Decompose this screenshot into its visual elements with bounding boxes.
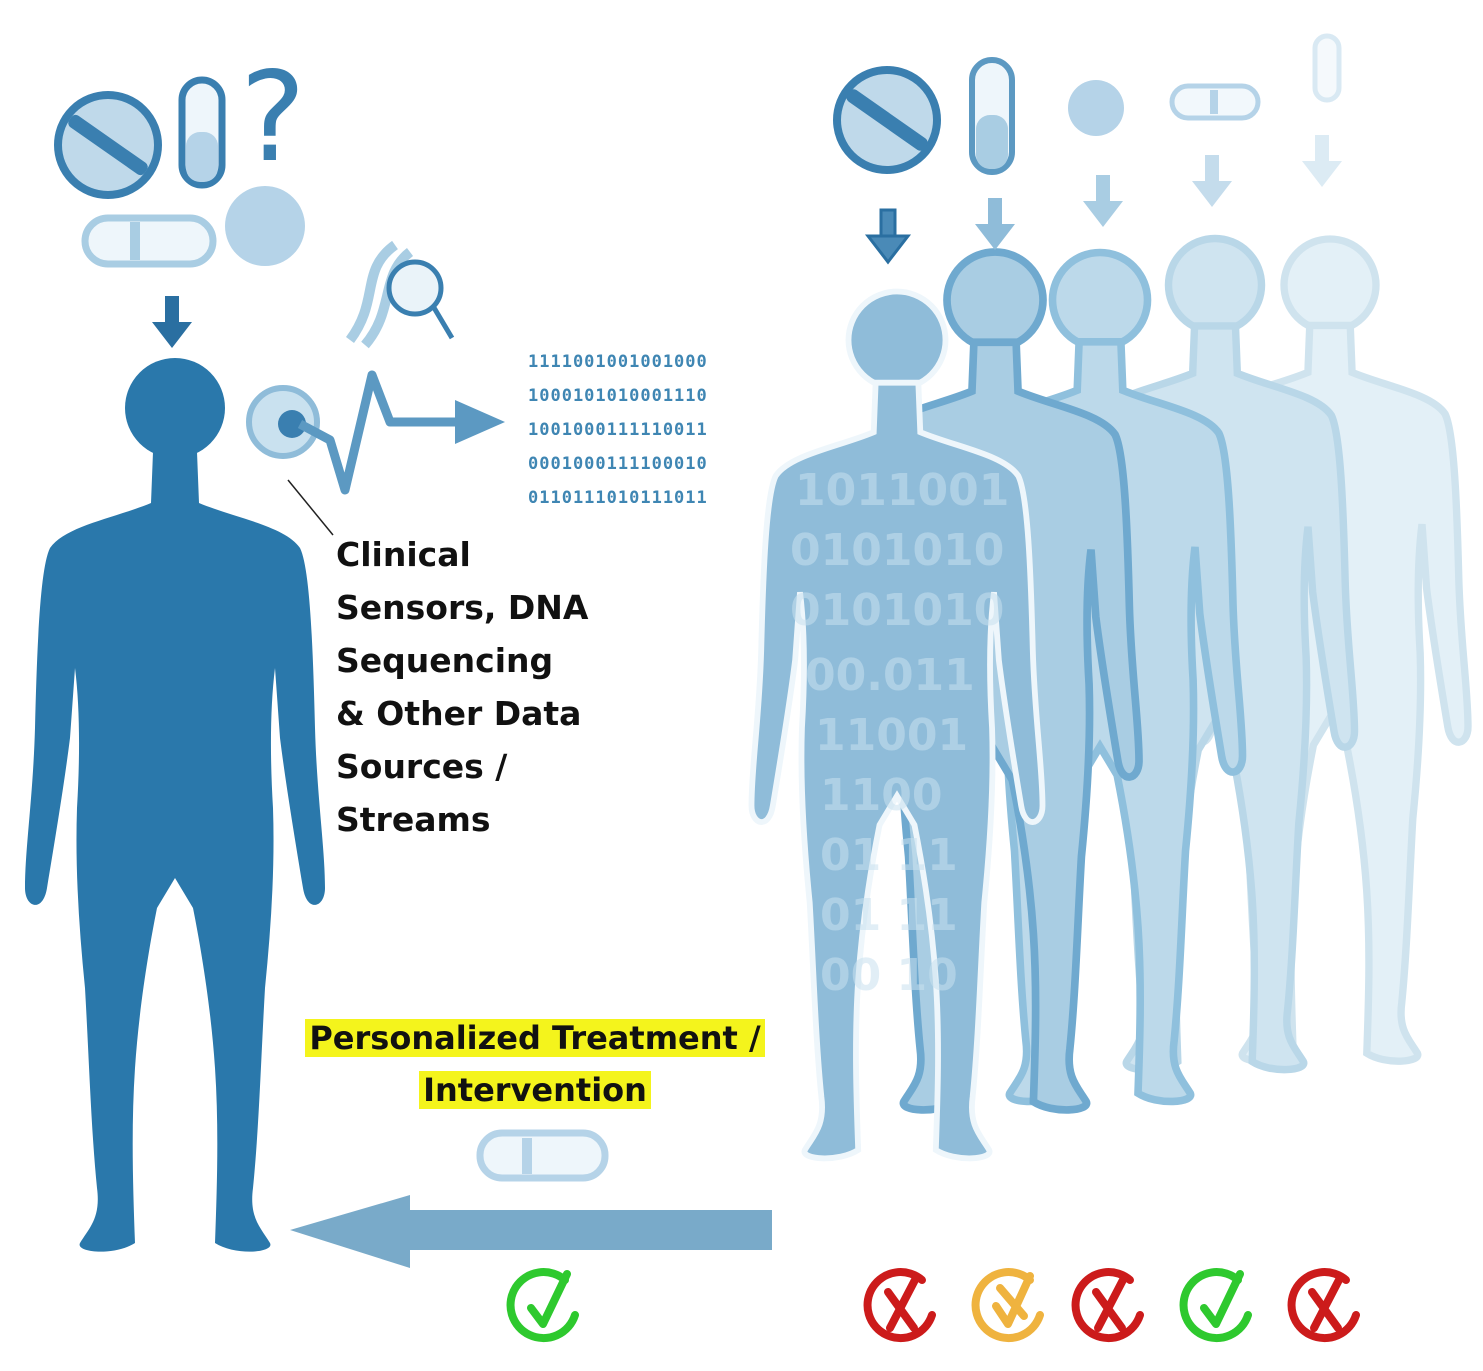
- binary-row: 0001000111100010: [528, 447, 758, 481]
- capsule-vertical-icon: [182, 80, 222, 185]
- svg-text:00.011: 00.011: [805, 650, 975, 701]
- down-arrow-icon: [975, 198, 1015, 250]
- svg-text:1100: 1100: [820, 770, 942, 821]
- caption-line: & Other Data: [336, 687, 656, 740]
- treatment-label-line: Intervention: [419, 1071, 651, 1109]
- outcome-marks: [511, 1272, 1356, 1338]
- patient-figure: [25, 358, 325, 1252]
- tablet-icon: [1068, 80, 1124, 136]
- round-pill-icon: [837, 70, 937, 170]
- sensor-icon: [249, 388, 317, 456]
- capsule-vertical-small-icon: [1315, 36, 1339, 100]
- binary-row: 0110111010111011: [528, 481, 758, 515]
- treatment-label: Personalized Treatment / Intervention: [250, 1012, 820, 1116]
- round-pill-icon: [58, 95, 158, 195]
- svg-text:0101010: 0101010: [790, 525, 1004, 576]
- caption-leader-line: [288, 480, 333, 535]
- population-down-arrows: [868, 135, 1342, 262]
- binary-row: 1001000111110011: [528, 413, 758, 447]
- x-circle-icon: [1292, 1272, 1356, 1338]
- question-mark: ?: [240, 46, 306, 190]
- svg-text:01 11: 01 11: [820, 890, 958, 941]
- binary-data-block: 1111001001001000 1000101010001110 100100…: [528, 345, 758, 515]
- capsule-horizontal-icon: [1172, 86, 1258, 118]
- svg-text:0101010: 0101010: [790, 585, 1004, 636]
- capsule-vertical-icon: [972, 60, 1012, 172]
- down-arrow-icon: [1302, 135, 1342, 187]
- binary-row: 1000101010001110: [528, 379, 758, 413]
- down-arrow-icon: [152, 296, 192, 348]
- x-circle-icon: [868, 1272, 932, 1338]
- svg-text:00 10: 00 10: [820, 950, 958, 1001]
- binary-row: 1111001001001000: [528, 345, 758, 379]
- data-sources-caption: Clinical Sensors, DNA Sequencing & Other…: [336, 528, 656, 846]
- down-arrow-icon: [868, 210, 908, 262]
- caption-line: Streams: [336, 793, 656, 846]
- capsule-treatment-icon: [480, 1133, 605, 1178]
- caption-line: Sensors, DNA: [336, 581, 656, 634]
- data-stream-arrow: [300, 375, 505, 490]
- treatment-label-line: Personalized Treatment /: [305, 1019, 764, 1057]
- down-arrow-icon: [1083, 175, 1123, 227]
- check-circle-icon: [511, 1272, 575, 1338]
- capsule-horizontal-icon: [85, 218, 213, 264]
- dna-search-icon: [350, 245, 452, 345]
- svg-text:1011001: 1011001: [795, 465, 1009, 516]
- check-x-circle-icon: [976, 1272, 1040, 1338]
- svg-text:11001: 11001: [815, 710, 968, 761]
- tablet-icon: [225, 186, 305, 266]
- caption-line: Sources /: [336, 740, 656, 793]
- population-pill-icons: [837, 36, 1339, 172]
- check-circle-icon: [1184, 1272, 1248, 1338]
- caption-line: Clinical: [336, 528, 656, 581]
- treatment-return-arrow: [290, 1195, 772, 1268]
- x-circle-icon: [1076, 1272, 1140, 1338]
- svg-text:01 11: 01 11: [820, 830, 958, 881]
- caption-line: Sequencing: [336, 634, 656, 687]
- down-arrow-icon: [1192, 155, 1232, 207]
